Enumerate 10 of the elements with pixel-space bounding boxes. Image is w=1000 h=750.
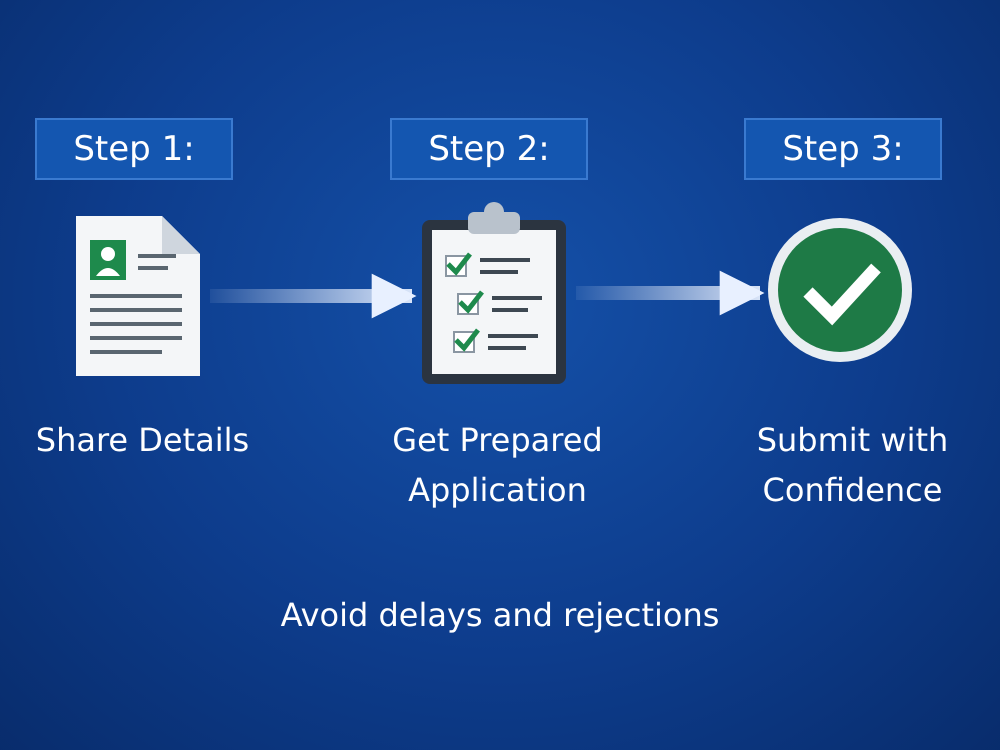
checkmark-icon (766, 216, 914, 364)
step-caption: Share Details (34, 420, 250, 461)
arrow (576, 270, 764, 316)
step-heading-box: Step 1: (35, 118, 233, 180)
step-caption: Submit with Confidence (756, 420, 950, 511)
tagline: Avoid delays and rejections (280, 596, 720, 634)
step-caption: Get Prepared Application (391, 420, 604, 511)
arrow (210, 274, 416, 318)
step-heading-box: Step 2: (390, 118, 588, 180)
step-heading-box: Step 3: (744, 118, 942, 180)
